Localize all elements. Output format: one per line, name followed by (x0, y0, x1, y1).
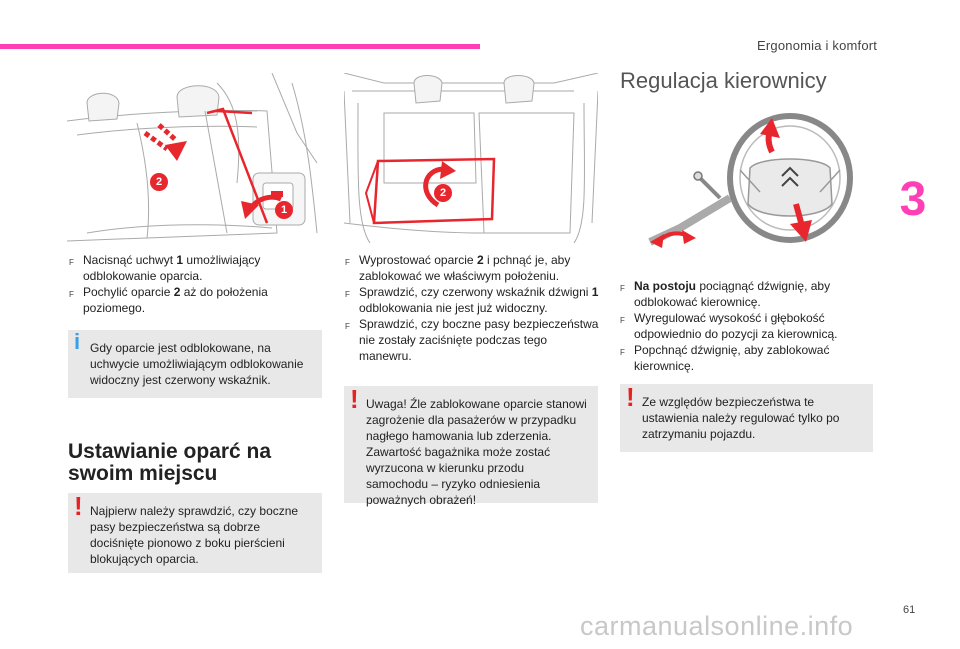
bullet-icon: F (69, 290, 74, 299)
bullet-icon: F (345, 290, 350, 299)
list-item: F Popchnąć dźwignię, aby zablokować kier… (620, 343, 830, 373)
list-item: F Sprawdzić, czy boczne pasy bezpieczeńs… (345, 317, 599, 363)
bullet-icon: F (345, 258, 350, 267)
callout-2: 2 (434, 184, 452, 202)
list-item: F Na postoju pociągnąć dźwignię, aby odb… (620, 279, 831, 309)
list-item: F Pochylić oparcie 2 aż do położenia poz… (69, 285, 268, 315)
col1-steps: F Nacisnąć uchwyt 1 umożliwiający odblok… (69, 252, 319, 316)
page-number: 61 (903, 604, 916, 616)
header-accent-bar (0, 44, 480, 49)
bullet-icon: F (620, 284, 625, 293)
bullet-icon: F (345, 322, 350, 331)
page-title: Regulacja kierownicy (620, 68, 827, 93)
bullet-icon: F (620, 348, 625, 357)
watermark: carmanualsonline.info (580, 611, 854, 641)
warning-icon: ! (626, 382, 635, 412)
chapter-number: 3 (899, 173, 927, 226)
bullet-icon: F (620, 316, 625, 325)
col2-steps: F Wyprostować oparcie 2 i pchnąć je, aby… (345, 252, 599, 364)
warning-note: ! Ze względów bezpieczeństwa te ustawien… (620, 384, 873, 452)
col3-steps: F Na postoju pociągnąć dźwignię, aby odb… (620, 278, 872, 374)
section-title: Ustawianie oparć na swoim miejscu (68, 440, 272, 485)
trunk-seatback-illustration: 2 (343, 72, 599, 244)
steering-wheel-illustration (620, 108, 870, 258)
callout-1: 1 (275, 201, 293, 219)
callout-2: 2 (150, 173, 168, 191)
warning-note: ! Najpierw należy sprawdzić, czy boczne … (68, 493, 322, 573)
info-icon: i (74, 329, 81, 354)
list-item: F Sprawdzić, czy czerwony wskaźnik dźwig… (345, 285, 599, 315)
warning-icon: ! (74, 491, 83, 521)
list-item: F Wyregulować wysokość i głębokość odpow… (620, 311, 838, 341)
list-item: F Wyprostować oparcie 2 i pchnąć je, aby… (345, 253, 571, 283)
warning-icon: ! (350, 384, 359, 414)
bullet-icon: F (69, 258, 74, 267)
info-note: i Gdy oparcie jest odblokowane, na uchwy… (68, 330, 322, 398)
warning-note: ! Uwaga! Źle zablokowane oparcie stanowi… (344, 384, 598, 507)
list-item: F Nacisnąć uchwyt 1 umożliwiający odblok… (69, 253, 261, 283)
rear-seat-unlock-illustration: 2 1 (66, 72, 322, 243)
section-header: Ergonomia i komfort (757, 38, 878, 53)
